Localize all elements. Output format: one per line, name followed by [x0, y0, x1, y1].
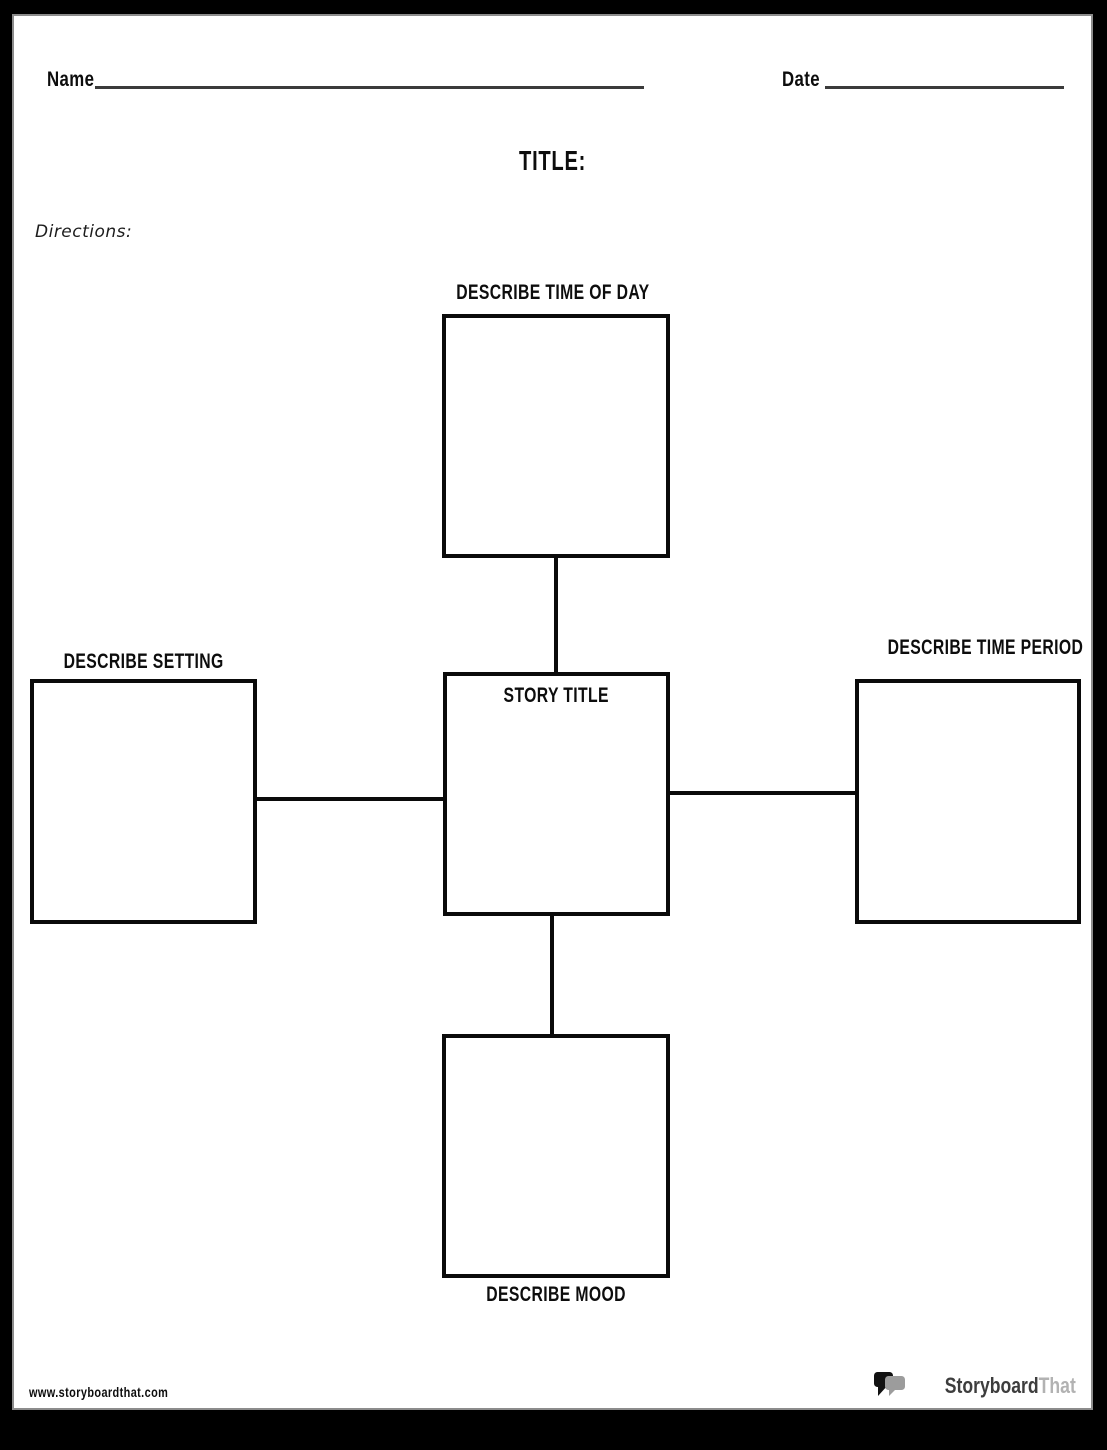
- setting-label-row: DESCRIBE SETTING: [30, 651, 257, 672]
- directions-label: Directions:: [35, 222, 133, 242]
- time-of-day-label: DESCRIBE TIME OF DAY: [455, 281, 650, 304]
- speech-bubbles-icon: [874, 1372, 906, 1400]
- name-label-text: Name: [47, 68, 95, 91]
- time-of-day-box[interactable]: [442, 314, 670, 558]
- setting-box[interactable]: [30, 679, 257, 924]
- mood-box[interactable]: [442, 1034, 670, 1278]
- brand-logo: StoryboardThat: [874, 1372, 1076, 1400]
- setting-label: DESCRIBE SETTING: [63, 650, 224, 673]
- time-period-box[interactable]: [855, 679, 1081, 924]
- worksheet-title: TITLE:: [518, 145, 587, 176]
- connector-bottom: [550, 914, 554, 1036]
- brand-text: StoryboardThat: [945, 1373, 1076, 1399]
- date-label: Date: [782, 69, 830, 90]
- footer-url: www.storyboardthat.com: [29, 1384, 169, 1400]
- mood-label: DESCRIBE MOOD: [486, 1283, 626, 1306]
- connector-top: [554, 556, 558, 674]
- story-title-label: STORY TITLE: [503, 684, 610, 707]
- mood-label-row: DESCRIBE MOOD: [442, 1284, 670, 1305]
- connector-right: [667, 791, 857, 795]
- time-period-label: DESCRIBE TIME PERIOD: [887, 636, 1084, 659]
- brand-text-secondary: That: [1038, 1373, 1076, 1398]
- time-of-day-label-row: DESCRIBE TIME OF DAY: [14, 282, 1091, 303]
- time-period-label-row: DESCRIBE TIME PERIOD: [855, 636, 1084, 659]
- date-label-text: Date: [782, 68, 821, 91]
- story-title-box[interactable]: STORY TITLE: [443, 672, 670, 916]
- brand-text-primary: Storyboard: [944, 1373, 1039, 1398]
- name-input-line[interactable]: [95, 86, 644, 89]
- connector-left: [255, 797, 445, 801]
- worksheet-title-row: TITLE:: [14, 147, 1091, 175]
- date-input-line[interactable]: [825, 86, 1064, 89]
- worksheet-page: Name Date TITLE: Directions: DESCRIBE TI…: [12, 14, 1093, 1410]
- name-label: Name: [47, 69, 106, 90]
- footer-url-row: www.storyboardthat.com: [29, 1385, 208, 1399]
